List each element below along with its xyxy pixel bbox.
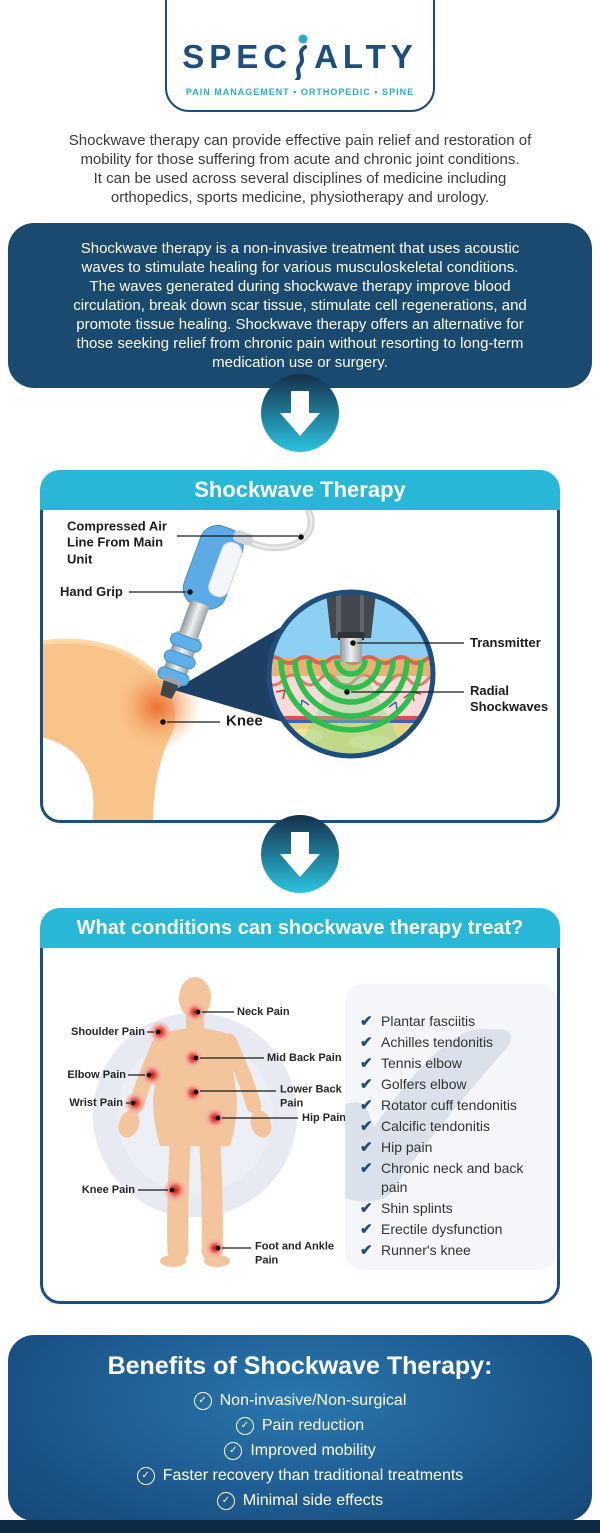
knee-treatment-svg [43, 510, 464, 820]
label-lower-back-pain: Lower Back Pain [280, 1083, 342, 1110]
intro-line: Shockwave therapy can provide effective … [68, 132, 532, 149]
logo-swoosh-icon [295, 34, 308, 80]
benefits-title: Benefits of Shockwave Therapy: [107, 1352, 493, 1380]
checklist-item: ✔Plantar fasciitis [360, 1013, 476, 1030]
knee-treatment-illustration: Compressed Air Line From Main Unit Hand … [43, 510, 557, 820]
therapy-card-body: Compressed Air Line From Main Unit Hand … [40, 510, 560, 823]
label-wrist-pain: Wrist Pain [69, 1096, 123, 1109]
check-icon: ✔ [360, 1013, 373, 1030]
label-knee: Knee [226, 712, 263, 730]
check-icon: ✔ [360, 1076, 373, 1093]
circle-check-icon: ✓ [216, 1492, 235, 1510]
checklist-item: ✔Golfers elbow [360, 1076, 467, 1093]
pain-dots [124, 1002, 226, 1258]
device-tip [160, 680, 179, 700]
benefit-item: ✓Improved mobility [8, 1442, 592, 1460]
about-line: circulation, break down scar tissue, sti… [73, 297, 527, 314]
benefit-item: ✓Non-invasive/Non-surgical [8, 1392, 592, 1410]
radial-shockwave-arcs [278, 659, 424, 733]
benefit-item: ✓Minimal side effects [8, 1492, 592, 1510]
label-hand-grip: Hand Grip [60, 583, 123, 599]
label-air-line: Compressed Air Line From Main Unit [67, 518, 167, 567]
check-icon: ✔ [360, 1242, 373, 1259]
about-line: waves to stimulate healing for various m… [81, 259, 519, 276]
shockwave-cone [294, 662, 408, 756]
label-foot-ankle-pain: Foot and Ankle Pain [255, 1240, 335, 1267]
benefit-item: ✓Faster recovery than traditional treatm… [8, 1467, 592, 1485]
logo-tagline: PAIN MANAGEMENT • ORTHOPEDIC • SPINE [185, 87, 415, 97]
conditions-card-body: Neck Pain Shoulder Pain Mid Back Pain El… [40, 948, 560, 1304]
checklist-item: ✔Tennis elbow [360, 1055, 462, 1072]
brand-logo: SPEC ALTY [182, 34, 418, 80]
check-icon: ✔ [360, 1034, 373, 1051]
label-radial-shockwaves: Radial Shockwaves [470, 682, 549, 714]
check-icon: ✔ [360, 1139, 373, 1156]
label-mid-back-pain: Mid Back Pain [267, 1051, 342, 1064]
checklist-item: ✔Chronic neck and back pain [360, 1160, 524, 1195]
conditions-card: What conditions can shockwave therapy tr… [40, 908, 560, 1304]
body-pain-figure: Neck Pain Shoulder Pain Mid Back Pain El… [43, 948, 386, 1301]
benefit-item: ✓Pain reduction [8, 1417, 592, 1435]
magnifier-pointer-wedge [174, 622, 290, 724]
therapy-card: Shockwave Therapy [40, 470, 560, 823]
circle-check-icon: ✓ [224, 1442, 243, 1460]
down-arrow-icon [261, 815, 339, 893]
about-line: medication use or surgery. [212, 354, 388, 371]
check-icon: ✔ [360, 1200, 373, 1217]
shockwave-device [157, 524, 254, 700]
about-line: those seeking relief from chronic pain w… [76, 335, 524, 352]
brand-text-right: ALTY [314, 38, 418, 75]
check-icon: ✔ [360, 1097, 373, 1114]
figure-leader-lines [126, 1011, 298, 1249]
about-shockwave-box: Shockwave therapy is a non-invasive trea… [8, 223, 592, 388]
footer-bar [0, 1520, 600, 1533]
about-line: The waves generated during shockwave the… [89, 278, 511, 295]
intro-line: It can be used across several discipline… [93, 170, 507, 187]
label-neck-pain: Neck Pain [237, 1005, 290, 1018]
check-icon: ✔ [360, 1160, 373, 1177]
label-shoulder-pain: Shoulder Pain [71, 1025, 145, 1038]
circle-check-icon: ✓ [193, 1392, 212, 1410]
leader-lines [129, 535, 464, 723]
transmitter-shape [326, 592, 376, 662]
intro-paragraph: Shockwave therapy can provide effective … [20, 131, 580, 207]
label-transmitter: Transmitter [470, 634, 541, 650]
label-elbow-pain: Elbow Pain [67, 1068, 126, 1081]
circle-check-icon: ✓ [136, 1467, 155, 1485]
benefits-box: Benefits of Shockwave Therapy: ✓Non-inva… [8, 1335, 592, 1521]
label-knee-pain: Knee Pain [81, 1183, 135, 1196]
checklist-item: ✔Shin splints [360, 1200, 453, 1217]
intro-line: orthopedics, sports medicine, physiother… [110, 189, 490, 206]
checklist-item: ✔Calcific tendonitis [360, 1118, 490, 1135]
watermark-check-icon: ✔ [345, 984, 541, 1269]
conditions-checklist-panel: ✔ ✔Plantar fasciitis ✔Achilles tendoniti… [345, 984, 557, 1270]
brand-text-left: SPEC [182, 38, 293, 75]
body-figure-svg [93, 977, 298, 1267]
figure-leader-dots [130, 1009, 221, 1251]
checklist-item: ✔Runner's knee [360, 1242, 471, 1259]
checklist-item: ✔Rotator cuff tendonitis [360, 1097, 517, 1114]
conditions-card-title: What conditions can shockwave therapy tr… [40, 908, 560, 948]
therapy-card-title: Shockwave Therapy [40, 470, 560, 510]
circle-check-icon: ✓ [235, 1417, 254, 1435]
about-line: Shockwave therapy is a non-invasive trea… [80, 240, 520, 257]
checklist-item: ✔Hip pain [360, 1139, 433, 1156]
checklist-item: ✔Erectile dysfunction [360, 1221, 503, 1238]
intro-line: mobility for those suffering from acute … [80, 151, 520, 168]
about-line: promote tissue healing. Shockwave therap… [76, 316, 524, 333]
leader-dots [160, 534, 356, 725]
down-arrow-icon [261, 374, 339, 452]
check-icon: ✔ [360, 1055, 373, 1072]
check-icon: ✔ [360, 1221, 373, 1238]
checklist-item: ✔Achilles tendonitis [360, 1034, 494, 1051]
check-icon: ✔ [360, 1118, 373, 1135]
logo-box: SPEC ALTY PAIN MANAGEMENT • ORTHOPEDIC •… [165, 0, 435, 112]
tissue-magnifier [266, 589, 436, 759]
label-hip-pain: Hip Pain [302, 1111, 347, 1124]
